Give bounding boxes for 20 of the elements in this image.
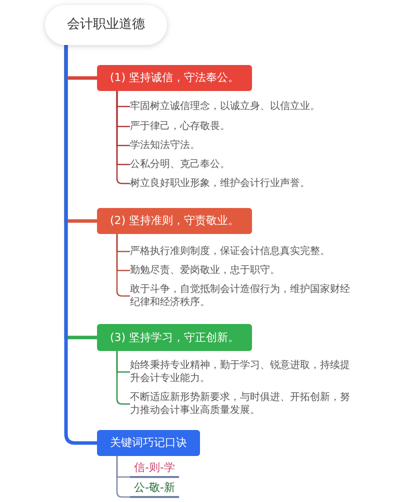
connector-line — [116, 456, 130, 498]
branch-line — [64, 45, 97, 445]
topic-box: (1) 坚持诚信，守法奉公。 — [97, 65, 252, 91]
subtopic-text: 公私分明、克己奉公。 — [130, 158, 230, 171]
subtopic-text: 勤勉尽责、爱岗敬业，忠于职守。 — [130, 264, 280, 277]
subtopic-text: 树立良好职业形象，维护会计行业声誉。 — [130, 177, 310, 190]
topic-box: (2) 坚持准则，守责敬业。 — [97, 208, 252, 234]
subtopic-text: 牢固树立诚信理念，以诚立身、以信立业。 — [130, 100, 320, 113]
subtopic-text: 不断适应新形势新要求，与时俱进、开拓创新，努力推动会计事业高质量发展。 — [130, 391, 356, 417]
mnemonic-text: 公-敬-新 — [130, 481, 179, 498]
subtopic-text: 严格执行准则制度，保证会计信息真实完整。 — [130, 245, 330, 258]
subtopic-text: 敢于斗争，自觉抵制会计造假行为，维护国家财经纪律和经济秩序。 — [130, 283, 356, 309]
topic-box: 关键词巧记口诀 — [97, 430, 200, 456]
mnemonic-text: 信-则-学 — [130, 461, 179, 478]
subtopic-text: 始终秉持专业精神，勤于学习、锐意进取，持续提升会计专业能力。 — [130, 359, 356, 385]
connector-line — [116, 91, 130, 184]
subtopic-text: 严于律己，心存敬畏。 — [130, 120, 230, 133]
root-topic-box: 会计职业道德 — [45, 5, 167, 45]
topic-box: (3) 坚持学习，守正创新。 — [97, 324, 252, 351]
subtopic-text: 学法知法守法。 — [130, 139, 200, 152]
